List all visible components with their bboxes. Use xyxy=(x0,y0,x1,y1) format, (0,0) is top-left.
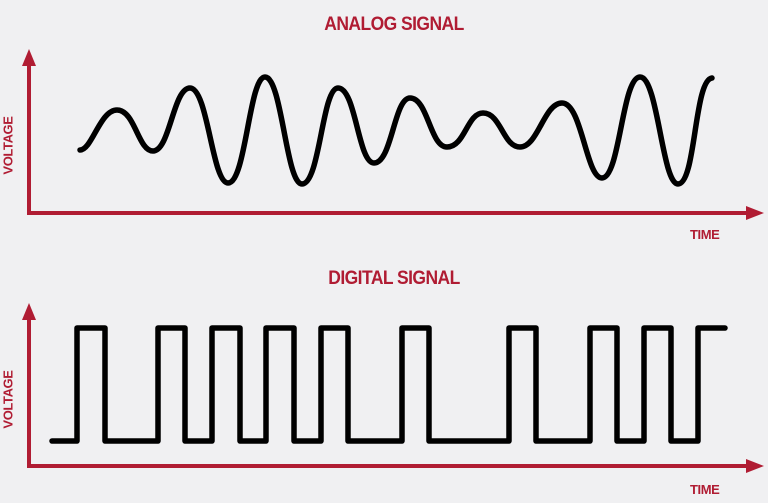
digital-x-arrow-icon xyxy=(746,459,764,473)
digital-y-label: VOLTAGE xyxy=(0,370,16,429)
digital-x-label: TIME xyxy=(690,482,720,497)
digital-title: DIGITAL SIGNAL xyxy=(328,268,460,289)
digital-square-wave xyxy=(49,325,728,444)
analog-x-label: TIME xyxy=(690,227,720,242)
digital-axes xyxy=(22,303,764,473)
analog-title: ANALOG SIGNAL xyxy=(324,14,464,35)
analog-wave xyxy=(77,74,715,187)
analog-axes xyxy=(22,49,764,220)
analog-x-arrow-icon xyxy=(746,206,764,220)
digital-y-arrow-icon xyxy=(22,303,36,320)
analog-y-label: VOLTAGE xyxy=(0,116,16,175)
analog-y-arrow-icon xyxy=(22,49,36,66)
